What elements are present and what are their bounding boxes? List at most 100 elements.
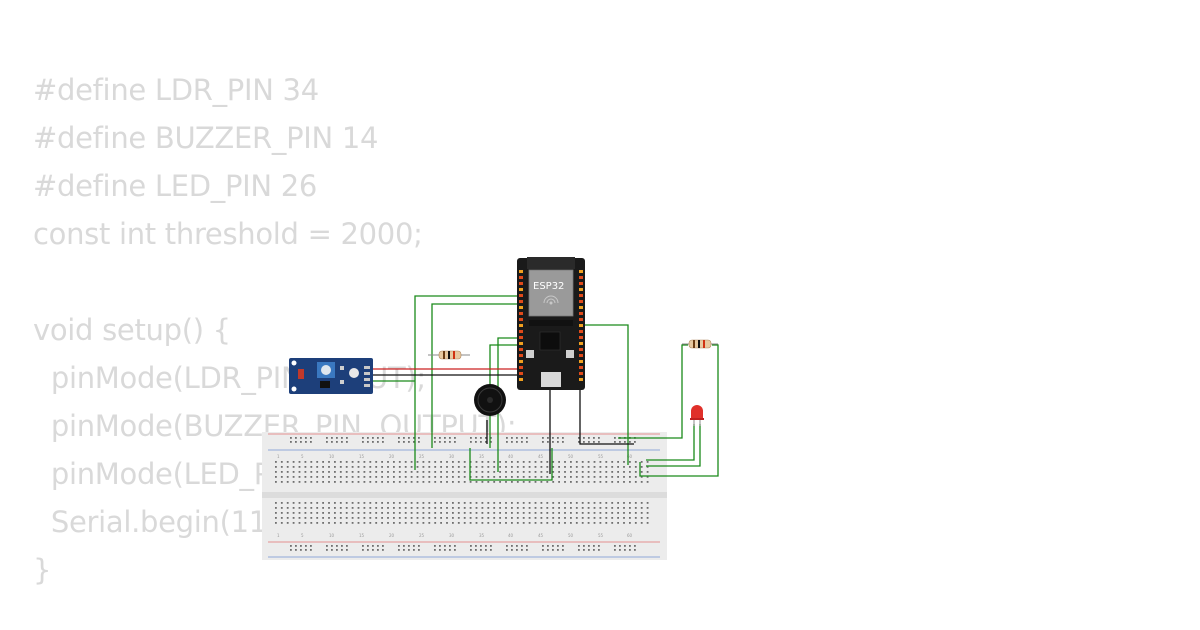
esp32-header-pin[interactable] xyxy=(579,366,583,369)
esp32-header-pin[interactable] xyxy=(519,306,523,309)
esp32-header-pin[interactable] xyxy=(519,288,523,291)
breadboard-hole xyxy=(587,512,590,514)
esp32-header-pin[interactable] xyxy=(579,360,583,363)
wire-buzzer-signal[interactable] xyxy=(497,337,519,472)
esp32-header-pins[interactable] xyxy=(519,270,583,381)
breadboard-hole xyxy=(564,517,566,519)
breadboard-hole xyxy=(558,507,560,509)
esp32-header-pin[interactable] xyxy=(579,348,583,351)
breadboard-hole xyxy=(528,502,531,504)
esp32-header-pin[interactable] xyxy=(579,324,583,327)
wire-led-resistor[interactable] xyxy=(639,344,719,477)
ldr-sensor-module[interactable] xyxy=(289,358,373,394)
breadboard-hole xyxy=(463,471,466,473)
breadboard-hole xyxy=(339,517,342,519)
breadboard-hole xyxy=(280,481,283,483)
col-label: 25 xyxy=(419,454,425,459)
esp32-header-pin[interactable] xyxy=(519,324,523,327)
esp32-header-pin[interactable] xyxy=(579,270,583,273)
esp32-header-pin[interactable] xyxy=(579,378,583,381)
wires[interactable] xyxy=(373,295,719,481)
ldr-photoresistor xyxy=(298,369,304,379)
esp32-header-pin[interactable] xyxy=(579,354,583,357)
wire-esp-to-breadboard[interactable] xyxy=(431,303,519,448)
esp32-header-pin[interactable] xyxy=(579,300,583,303)
breadboard-hole xyxy=(611,471,614,473)
breadboard-hole xyxy=(298,502,301,504)
resistor-2[interactable] xyxy=(682,339,718,349)
esp32-boot-button[interactable] xyxy=(526,350,534,358)
esp32-header-pin[interactable] xyxy=(519,312,523,315)
breadboard-hole xyxy=(369,481,372,483)
esp32-header-pin[interactable] xyxy=(519,342,523,345)
breadboard-hole xyxy=(634,517,637,519)
esp32-header-pin[interactable] xyxy=(579,294,583,297)
esp32-header-pin[interactable] xyxy=(519,318,523,321)
breadboard-hole xyxy=(439,441,441,443)
wire-led-signal[interactable] xyxy=(583,324,629,465)
breadboard-hole xyxy=(511,441,513,443)
breadboard-hole xyxy=(499,466,501,468)
breadboard-hole xyxy=(511,481,513,483)
breadboard-hole xyxy=(557,549,559,551)
wire-ldr-signal[interactable] xyxy=(414,295,519,470)
esp32-header-pin[interactable] xyxy=(579,336,583,339)
esp32-header-pin[interactable] xyxy=(579,342,583,345)
breadboard-hole xyxy=(341,545,343,547)
esp32-reset-button[interactable] xyxy=(566,350,574,358)
esp32-header-pin[interactable] xyxy=(519,372,523,375)
breadboard-hole xyxy=(449,441,451,443)
wire-breadboard-bridge[interactable] xyxy=(469,448,553,481)
led-red[interactable] xyxy=(690,405,704,426)
esp32-header-pin[interactable] xyxy=(579,318,583,321)
esp32-board[interactable]: ESP32 xyxy=(517,257,585,390)
breadboard-hole xyxy=(587,502,590,504)
breadboard-hole xyxy=(316,466,319,468)
breadboard-hole xyxy=(640,522,643,524)
esp32-header-pin[interactable] xyxy=(579,276,583,279)
esp32-header-pin[interactable] xyxy=(519,360,523,363)
esp32-header-pin[interactable] xyxy=(519,294,523,297)
wire-gnd-esp[interactable] xyxy=(579,330,634,445)
resistor-1[interactable] xyxy=(428,350,470,360)
breadboard-hole xyxy=(316,471,319,473)
breadboard-hole xyxy=(540,522,543,524)
esp32-header-pin[interactable] xyxy=(519,300,523,303)
esp32-usb-port[interactable] xyxy=(541,372,561,387)
breadboard-hole xyxy=(605,512,608,514)
wire-led-anode[interactable] xyxy=(646,424,701,467)
wire-resistor-to-breadboard[interactable] xyxy=(618,344,688,439)
breadboard-hole xyxy=(521,549,523,551)
breadboard-hole xyxy=(398,502,401,504)
esp32-header-pin[interactable] xyxy=(579,288,583,291)
esp32-header-pin[interactable] xyxy=(579,372,583,375)
breadboard-hole xyxy=(410,466,413,468)
breadboard-hole xyxy=(326,441,328,443)
breadboard-hole xyxy=(552,545,554,547)
esp32-header-pin[interactable] xyxy=(519,366,523,369)
breadboard-hole xyxy=(381,466,383,468)
esp32-header-pin[interactable] xyxy=(519,348,523,351)
breadboard-hole xyxy=(499,461,501,463)
esp32-header-pin[interactable] xyxy=(579,312,583,315)
buzzer[interactable] xyxy=(474,384,506,416)
breadboard-hole xyxy=(404,502,407,504)
esp32-header-pin[interactable] xyxy=(519,276,523,279)
esp32-header-pin[interactable] xyxy=(519,282,523,285)
breadboard-hole xyxy=(280,512,283,514)
col-label: 45 xyxy=(538,533,544,538)
wire-led-cathode[interactable] xyxy=(646,424,695,461)
esp32-header-pin[interactable] xyxy=(579,282,583,285)
esp32-header-pin[interactable] xyxy=(519,354,523,357)
esp32-header-pin[interactable] xyxy=(519,378,523,381)
breadboard-hole xyxy=(475,507,478,509)
breadboard-hole xyxy=(540,502,543,504)
esp32-header-pin[interactable] xyxy=(579,306,583,309)
esp32-header-pin[interactable] xyxy=(579,330,583,333)
breadboard-hole xyxy=(457,507,460,509)
esp32-header-pin[interactable] xyxy=(519,330,523,333)
breadboard[interactable]: 1 5 10 15 20 25 30 35 40 45 50 55 60 1 5… xyxy=(262,432,667,560)
esp32-header-pin[interactable] xyxy=(519,336,523,339)
esp32-header-pin[interactable] xyxy=(519,270,523,273)
